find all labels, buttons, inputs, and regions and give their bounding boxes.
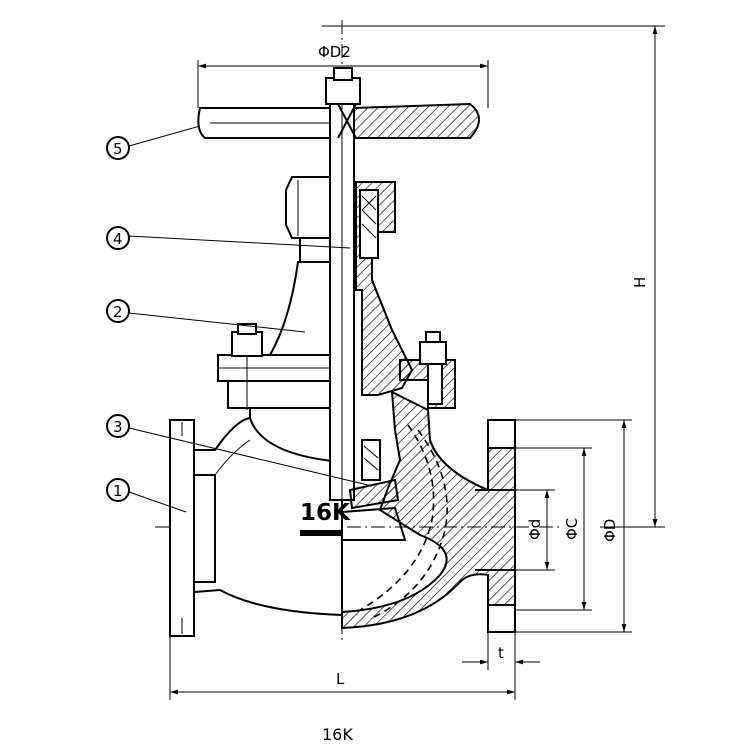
balloon-1: 1 [106,478,187,513]
dim-handwheel-diameter: ΦD2 [318,43,351,61]
balloon-2: 2 [106,299,306,333]
svg-text:3: 3 [113,418,123,436]
balloon-5: 5 [106,125,201,160]
balloon-3: 3 [106,414,373,487]
svg-text:1: 1 [113,482,123,500]
dim-length: L [336,670,345,688]
dim-height: H [631,277,649,288]
dimensions: ΦD2 H Φd ΦC ΦD t L [169,25,665,700]
dim-flange-thickness: t [498,644,504,662]
dim-port-diameter: Φd [526,519,544,540]
part-balloons: 5 4 2 3 1 [106,125,373,513]
body-mark-text: 16K [300,500,351,526]
dim-bolt-circle: ΦC [563,518,581,540]
svg-text:5: 5 [113,140,123,158]
handwheel [197,67,480,139]
stem [329,90,355,501]
dim-flange-diameter: ΦD [601,519,619,542]
bonnet [217,176,343,410]
svg-text:4: 4 [113,230,123,248]
section-view [341,181,516,633]
svg-text:2: 2 [113,303,123,321]
body-mark: 16K [300,500,351,536]
drawing-caption: 16K [322,725,353,744]
left-flange [169,419,195,637]
balloon-4: 4 [106,226,351,250]
